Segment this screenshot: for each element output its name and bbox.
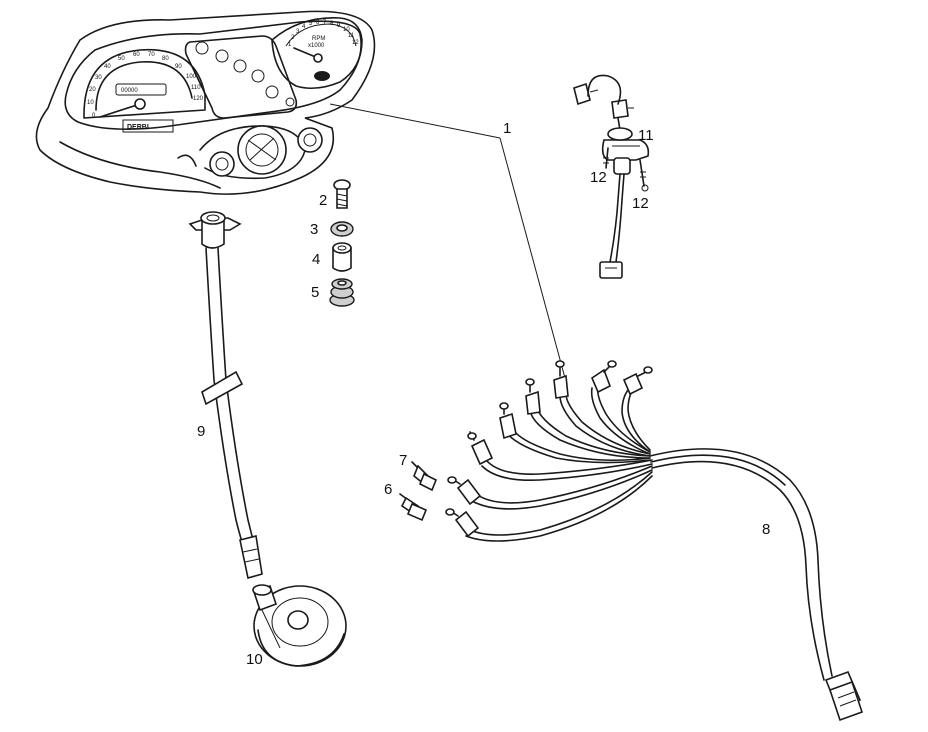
callout-3: 3 [310, 221, 318, 238]
bulb-7 [411, 461, 438, 492]
rpm-tick: 7 [323, 20, 327, 26]
tachometer: 1 2 3 4 5 6 7 8 9 10 11 12 RPM x1000 [271, 17, 363, 90]
speed-tick: 90 [175, 64, 182, 70]
callout-8: 8 [762, 521, 770, 538]
socket [499, 402, 517, 440]
mount-screw-left [603, 147, 609, 169]
socket [553, 360, 569, 399]
speed-tick: 10 [87, 100, 94, 106]
odometer-digits: 00000 [121, 88, 138, 94]
rpm-tick: 1 [288, 42, 292, 48]
speed-tick: 110 [191, 85, 201, 91]
rpm-tick: 10 [343, 27, 350, 33]
rpm-tick: 4 [302, 24, 306, 30]
socket [445, 508, 480, 538]
speed-tick: 30 [95, 75, 102, 81]
callout-10: 10 [246, 651, 263, 668]
speed-needle [99, 103, 141, 118]
callout-9: 9 [197, 423, 205, 440]
rpm-tick: 3 [296, 29, 300, 35]
bulb-6 [399, 493, 428, 522]
washer-3 [330, 221, 354, 237]
speed-tick: 100 [186, 74, 197, 80]
harness-sockets [445, 360, 653, 538]
grommet-5 [329, 278, 355, 307]
rpm-tick: 11 [348, 33, 355, 39]
switch-connector [599, 261, 623, 279]
ignition-switch-assembly [573, 74, 650, 279]
leader-lines-1 [329, 103, 566, 379]
headlight-icon [195, 41, 209, 55]
callout-12-left: 12 [590, 169, 607, 186]
odometer-window [115, 83, 167, 96]
cable-clip [201, 370, 244, 406]
mount-boss-right [297, 127, 323, 153]
rpm-tick: 12 [352, 40, 359, 46]
callout-12-right: 12 [632, 195, 649, 212]
callout-7: 7 [399, 452, 407, 469]
speed-tick: 80 [162, 56, 169, 62]
callout-5: 5 [311, 284, 319, 301]
rpm-tick: 2 [291, 35, 295, 41]
speed-tick: 50 [118, 56, 125, 62]
rpm-tick: 6 [316, 20, 320, 26]
indicator-icon [285, 97, 295, 107]
fastener-stack [329, 179, 355, 307]
callout-6: 6 [384, 481, 392, 498]
speed-tick: 20 [89, 87, 96, 93]
panel-rear-mount [177, 125, 323, 180]
socket [591, 360, 617, 394]
wiring-harness [445, 360, 864, 722]
callout-2: 2 [319, 192, 327, 209]
ignition-switch-body [601, 127, 650, 175]
socket [447, 476, 482, 506]
rpm-tick: 9 [337, 23, 341, 29]
callout-11: 11 [638, 127, 654, 144]
speedometer: 0 10 20 30 40 50 60 70 80 90 100 110 120… [83, 48, 206, 133]
brand-logo: DERBI [127, 124, 149, 131]
mount-screw-right [639, 159, 649, 192]
key-left [573, 82, 599, 106]
logo-plate [122, 119, 174, 133]
speedometer-drive [252, 584, 347, 667]
socket [467, 431, 494, 466]
callout-1: 1 [503, 120, 511, 137]
speed-tick: 70 [148, 52, 155, 58]
tachometer-tick-labels: 1 2 3 4 5 6 7 8 9 10 11 12 [288, 20, 359, 48]
speedometer-tick-labels: 0 10 20 30 40 50 60 70 80 90 100 110 120 [87, 52, 204, 119]
rpm-needle-hub [313, 53, 323, 63]
screw-2 [333, 179, 351, 209]
rpm-unit-label: RPM [312, 36, 325, 42]
temperature-icon [251, 69, 265, 83]
callout-4: 4 [312, 251, 320, 268]
harness-connector [824, 670, 864, 722]
socket [525, 378, 541, 415]
speedometer-cable [188, 211, 263, 580]
mount-boss-left [209, 151, 235, 177]
key-right [611, 99, 634, 119]
speed-tick: 0 [92, 113, 96, 119]
rpm-multiplier-label: x1000 [308, 43, 325, 49]
tachometer-lamp [314, 71, 330, 81]
spacer-4 [332, 242, 352, 272]
needle-hub [134, 98, 146, 110]
rpm-tick: 8 [330, 21, 334, 27]
oil-icon [215, 49, 229, 63]
speed-tick: 120 [193, 96, 204, 102]
fuel-icon [265, 85, 279, 99]
instrument-panel: 0 10 20 30 40 50 60 70 80 90 100 110 120… [35, 10, 376, 195]
socket [622, 366, 653, 396]
rpm-tick: 5 [309, 21, 313, 27]
turn-signal-icon [233, 59, 247, 73]
speed-tick: 40 [104, 64, 111, 70]
speed-tick: 60 [133, 52, 140, 58]
harness-branches [465, 385, 653, 542]
